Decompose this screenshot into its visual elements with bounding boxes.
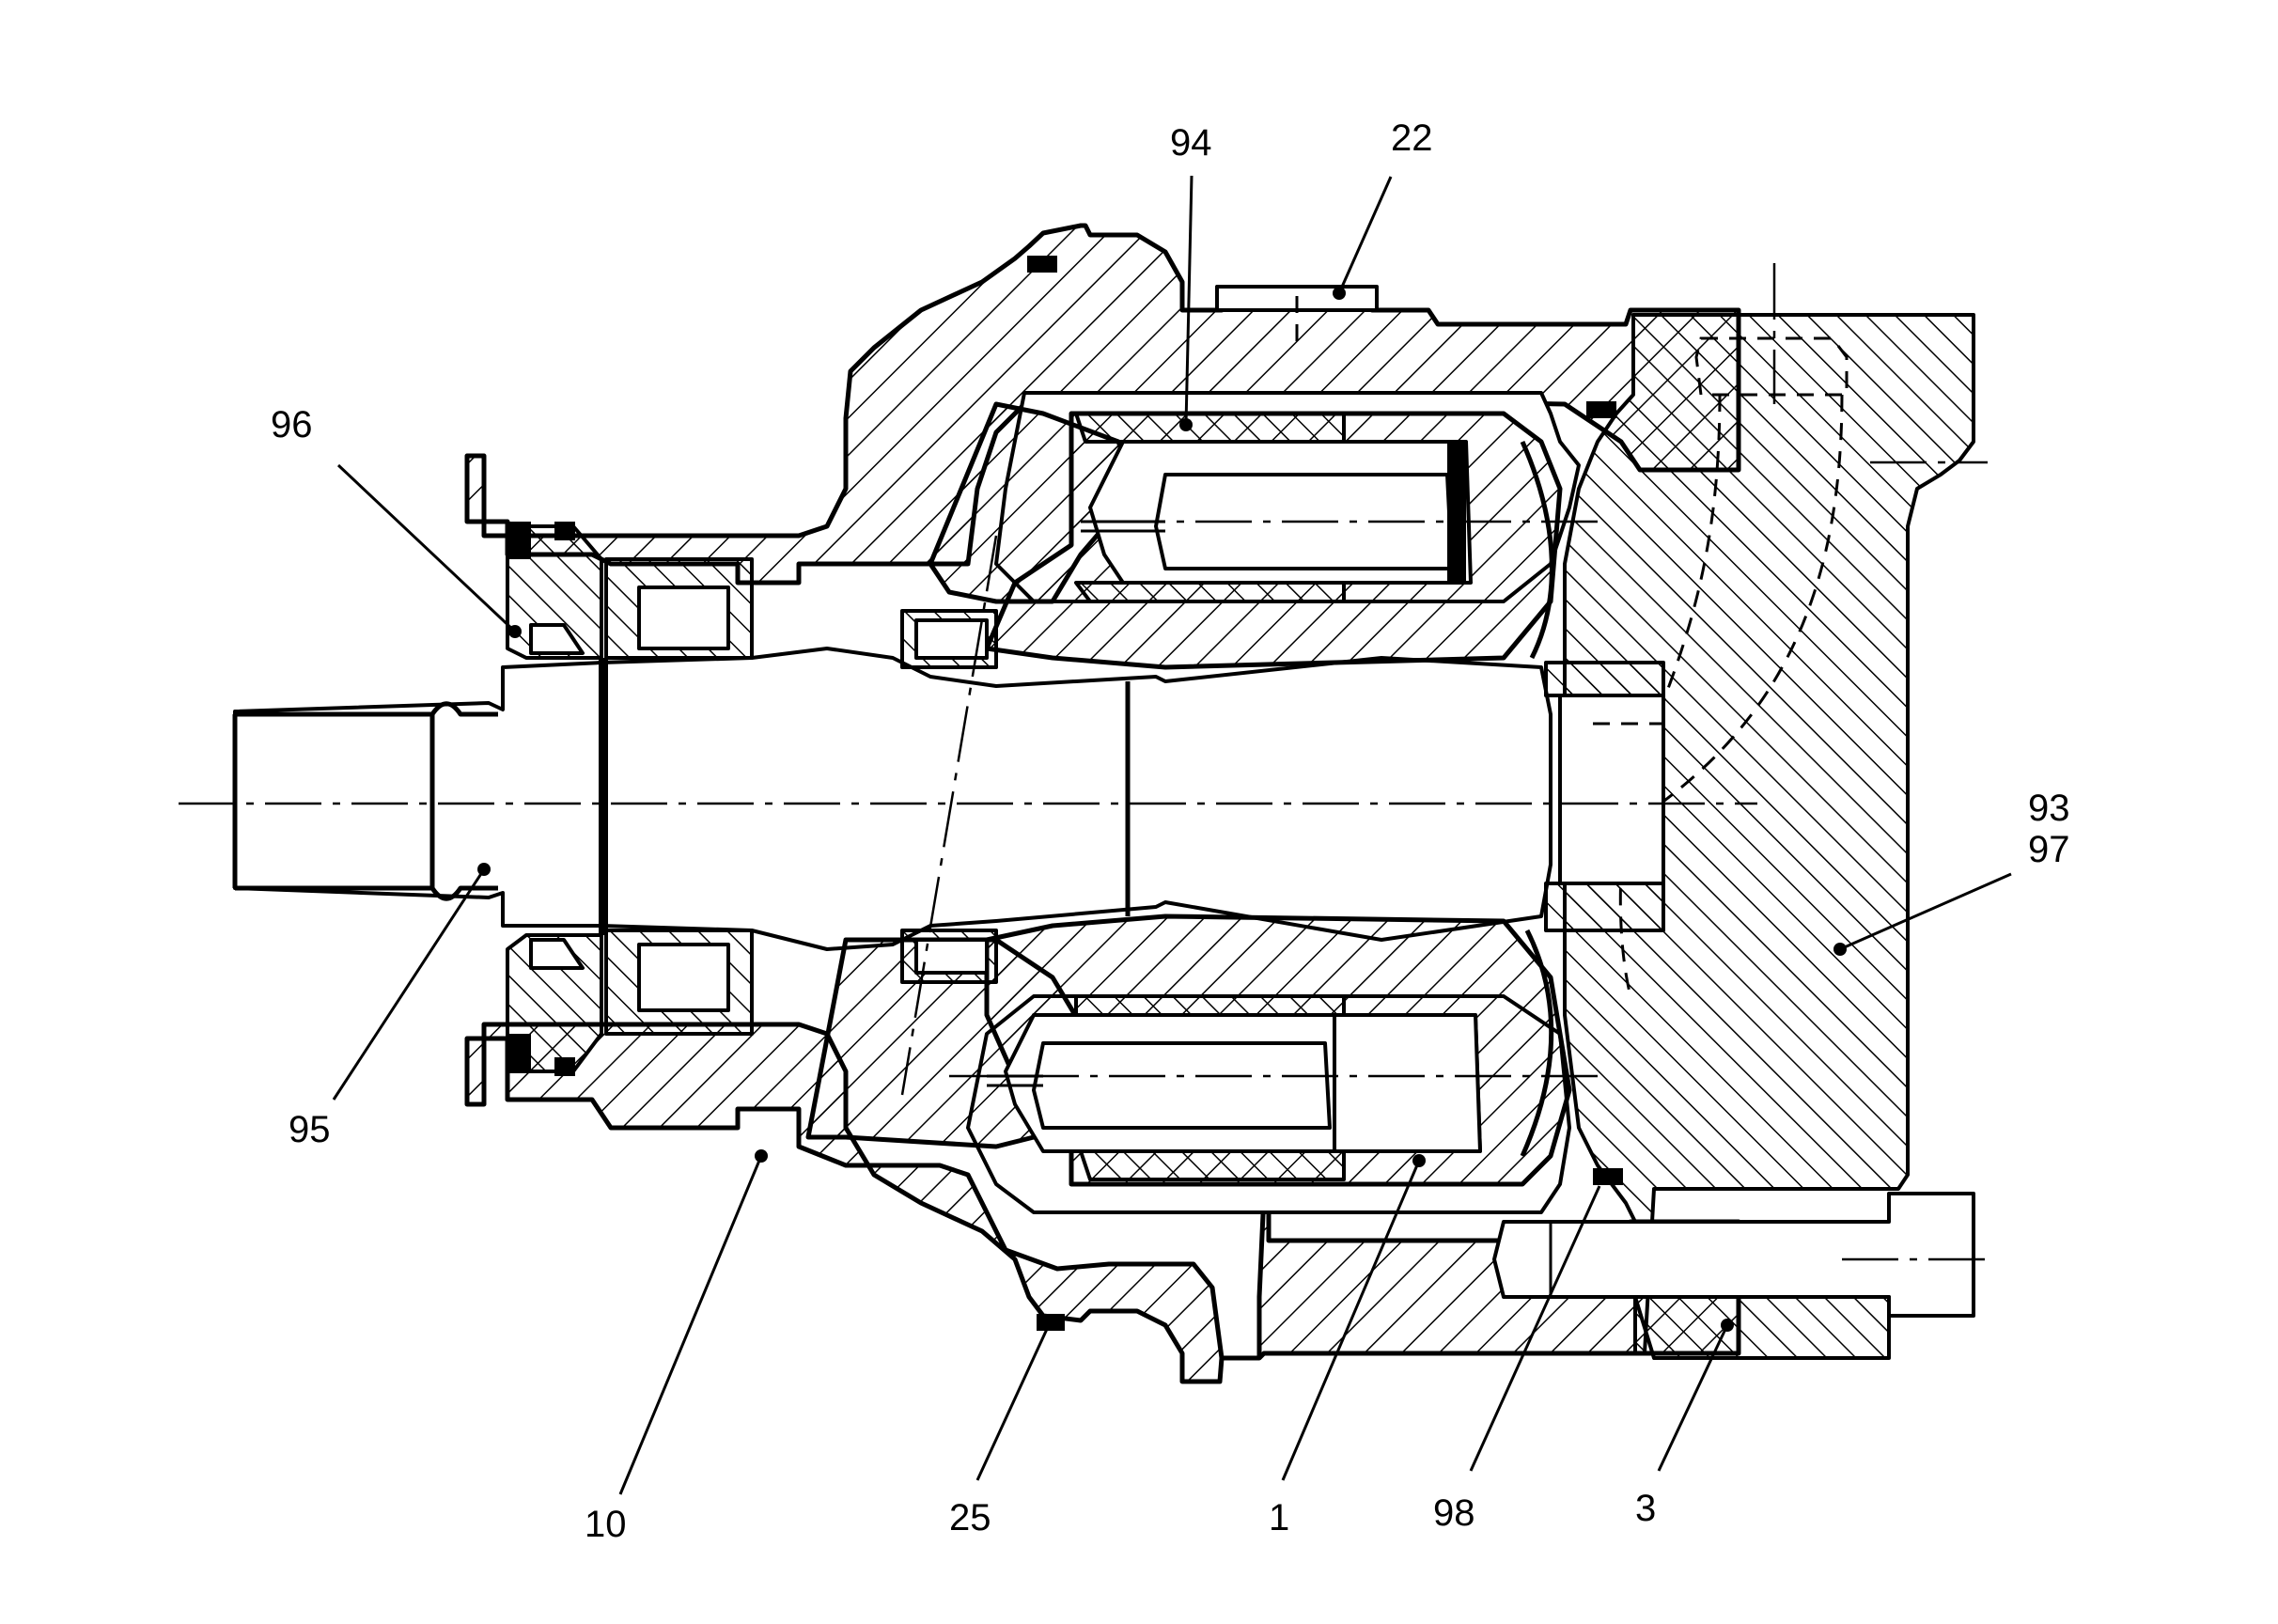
- callout-96: 96: [271, 404, 313, 445]
- callout-94: 94: [1170, 122, 1212, 164]
- callout-95: 95: [289, 1109, 331, 1150]
- leader-93-97: [1833, 872, 2012, 956]
- leader-1: [1281, 1154, 1426, 1481]
- leader-96: [336, 463, 522, 638]
- seal-98-upper: [1586, 401, 1616, 418]
- callout-3: 3: [1635, 1488, 1657, 1529]
- leader-95: [332, 863, 491, 1101]
- leader-25: [975, 1326, 1050, 1481]
- leader-98: [1469, 1185, 1601, 1472]
- seal-98: [1593, 1168, 1623, 1185]
- callout-1: 1: [1269, 1497, 1290, 1538]
- callout-25: 25: [949, 1497, 991, 1538]
- callout-22: 22: [1391, 117, 1433, 159]
- seal-25: [1037, 1314, 1065, 1331]
- housing-lower: [464, 1022, 1741, 1384]
- callout-98: 98: [1433, 1492, 1475, 1534]
- screw-3: [1492, 1192, 1975, 1318]
- leader-10: [618, 1149, 768, 1495]
- leader-3: [1657, 1319, 1734, 1472]
- leader-94: [1179, 175, 1194, 431]
- callout-93-97: 93 97: [2028, 788, 2070, 870]
- leader-22: [1333, 176, 1393, 300]
- port-plate: [1563, 313, 1975, 1355]
- seal-top-housing: [1027, 256, 1057, 273]
- callout-10: 10: [585, 1504, 627, 1545]
